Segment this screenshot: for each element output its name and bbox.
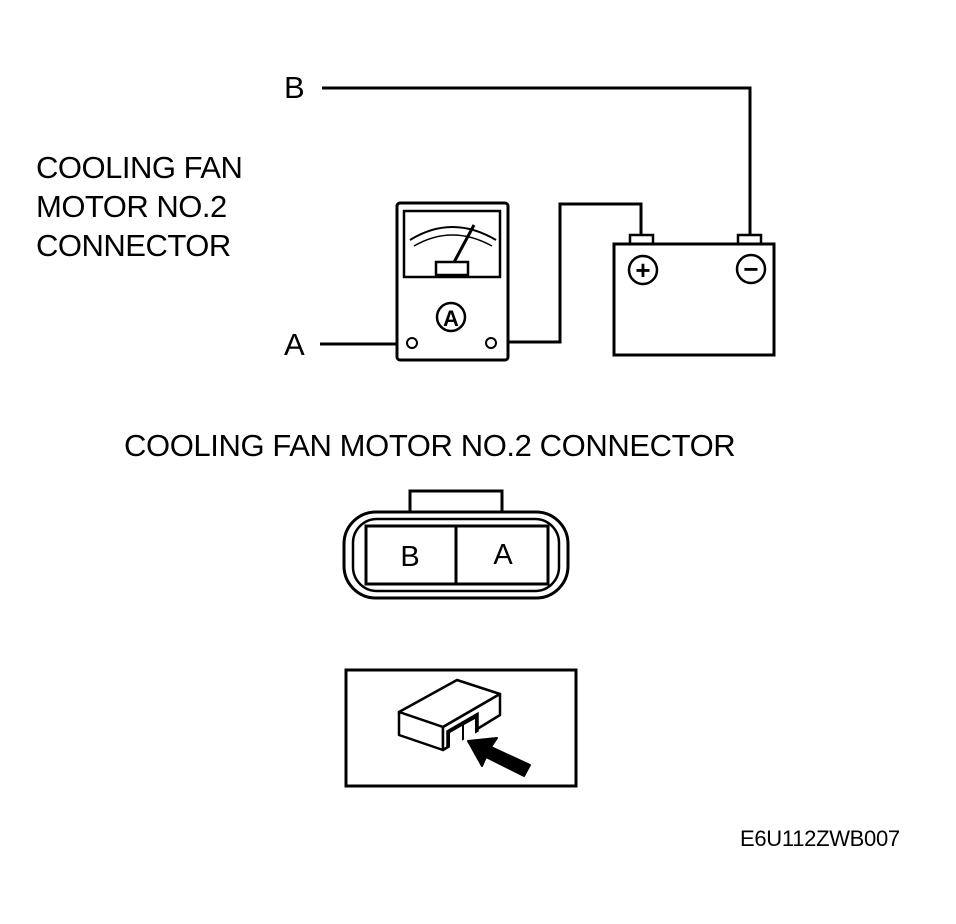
connector-view-inset <box>344 668 578 788</box>
wire-ammeter-to-battery <box>490 202 643 344</box>
ammeter-right-terminal <box>485 337 497 349</box>
ammeter-symbol: A <box>443 306 459 331</box>
wire-a-label: A <box>284 327 305 362</box>
connector-pin-a: A <box>493 539 513 571</box>
ammeter-scale-arc-inner <box>413 234 493 247</box>
figure-code: E6U112ZWB007 <box>740 826 900 851</box>
ammeter-needle <box>450 224 476 267</box>
connector-block-face-slot-1 <box>450 726 462 748</box>
battery-negative-circle <box>735 253 767 285</box>
battery-positive-symbol: + <box>635 255 650 285</box>
ammeter-left-terminal <box>406 337 418 349</box>
ammeter-scale-arc <box>409 226 497 241</box>
side-caption: COOLING FAN MOTOR NO.2 CONNECTOR <box>36 148 243 265</box>
connector-block-face-slot-2 <box>464 719 475 740</box>
wire-b <box>322 86 752 235</box>
side-caption-line-3: CONNECTOR <box>36 228 231 263</box>
connector-pin-b: B <box>400 541 419 573</box>
battery: + − <box>612 233 776 357</box>
ammeter-needle-base <box>434 260 470 277</box>
ammeter: A <box>395 201 510 362</box>
connector-face: B A <box>342 489 570 600</box>
battery-positive-circle <box>627 254 659 286</box>
connector-title: COOLING FAN MOTOR NO.2 CONNECTOR <box>124 428 736 463</box>
side-caption-line-2: MOTOR NO.2 <box>36 189 227 224</box>
side-caption-line-1: COOLING FAN <box>36 150 243 185</box>
ammeter-symbol-circle <box>435 301 467 333</box>
wire-b-label: B <box>284 70 305 105</box>
battery-negative-symbol: − <box>743 254 758 284</box>
direction-arrow-icon <box>467 737 531 777</box>
